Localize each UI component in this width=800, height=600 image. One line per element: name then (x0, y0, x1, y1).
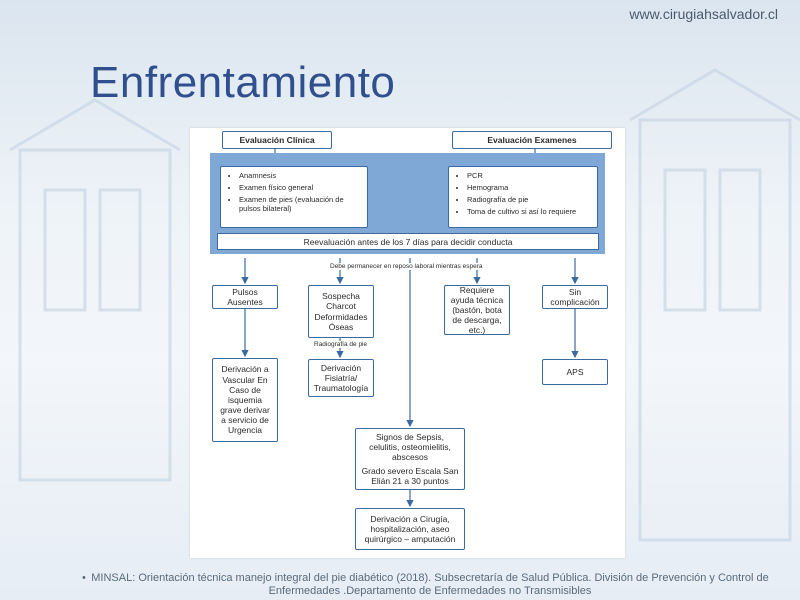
sin-complicacion-box: Sin complicación (542, 285, 608, 309)
slide-title: Enfrentamiento (90, 58, 396, 107)
derivacion-vascular-box: Derivación a Vascular En Caso de isquemi… (212, 358, 278, 442)
site-url: www.cirugiahsalvador.cl (629, 6, 778, 22)
list-item: Radiografía de pie (467, 195, 589, 204)
sepsis-grade-text: Grado severo Escala San Elián 21 a 30 pu… (361, 466, 459, 487)
list-item: Toma de cultivo si así lo requiere (467, 207, 589, 216)
clinica-list: Anamnesis Examen físico general Examen d… (220, 166, 368, 228)
list-item: Hemograma (467, 183, 589, 192)
examenes-list: PCR Hemograma Radiografía de pie Toma de… (448, 166, 598, 228)
aps-box: APS (542, 359, 608, 385)
list-item: Examen físico general (239, 183, 359, 192)
sepsis-box: Signos de Sepsis, celulitis, osteomielit… (355, 428, 465, 490)
charcot-box: Sospecha Charcot Deformidades Óseas (308, 285, 374, 338)
ayuda-tecnica-box: Requiere ayuda técnica (bastón, bota de … (444, 285, 510, 335)
citation-text: MINSAL: Orientación técnica manejo integ… (91, 572, 769, 597)
reevaluacion-box: Reevaluación antes de los 7 días para de… (217, 233, 599, 250)
reposo-note: Debe permanecer en reposo laboral mientr… (330, 263, 483, 270)
flowchart-panel: Evaluación Clínica Evaluación Examenes A… (190, 128, 625, 558)
pulsos-ausentes-box: Pulsos Ausentes (212, 285, 278, 309)
eval-clinica-header: Evaluación Clínica (222, 131, 332, 149)
list-item: PCR (467, 171, 589, 180)
list-item: Examen de pies (evaluación de pulsos bil… (239, 195, 359, 213)
derivacion-cirugia-box: Derivación a Cirugía, hospitalización, a… (355, 508, 465, 550)
sepsis-signs-text: Signos de Sepsis, celulitis, osteomielit… (369, 431, 451, 462)
radiografia-note: Radiografía de pie (314, 341, 368, 348)
footer-citation: • MINSAL: Orientación técnica manejo int… (70, 572, 790, 597)
derivacion-fisiatria-box: Derivación Fisiatría/ Traumatología (308, 359, 374, 397)
flowchart-connectors (241, 149, 579, 508)
list-item: Anamnesis (239, 171, 359, 180)
eval-examenes-header: Evaluación Examenes (452, 131, 612, 149)
footer-bullet: • (82, 572, 86, 584)
